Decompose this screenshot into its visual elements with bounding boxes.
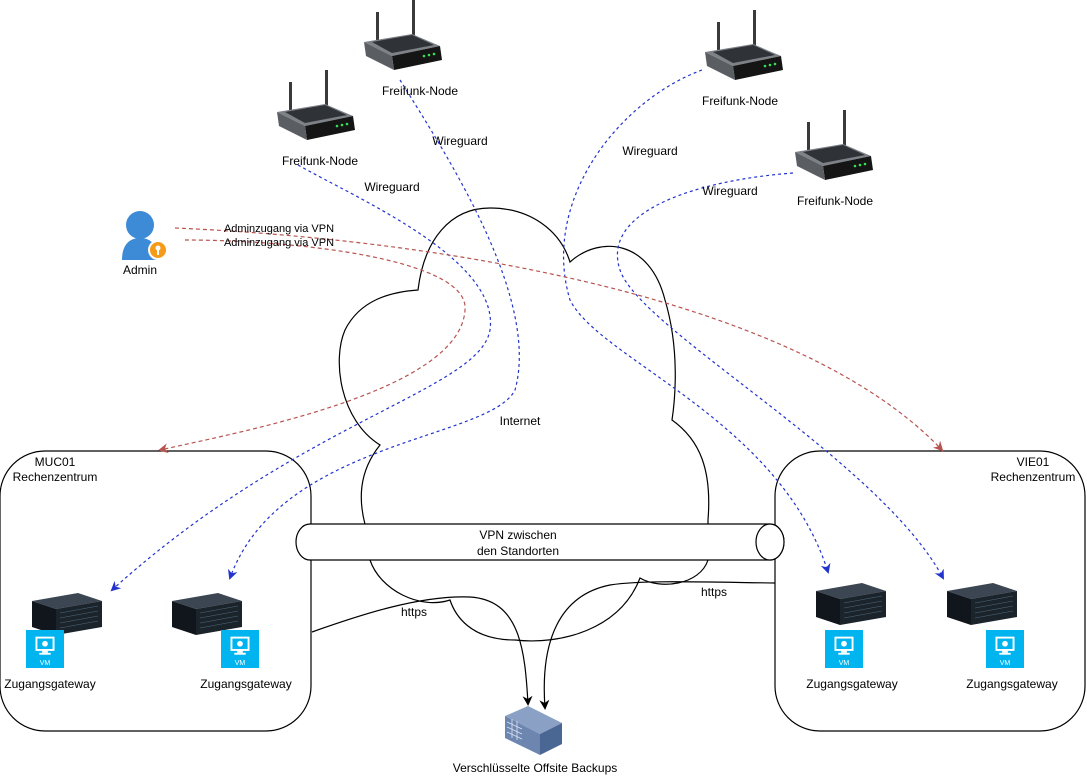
- vm-badge-text: VM: [40, 660, 51, 667]
- freifunk-node-label: Freifunk-Node: [702, 94, 778, 108]
- freifunk-node-2[interactable]: Freifunk-Node: [364, 0, 458, 98]
- datacenter-vie01-type: Rechenzentrum: [991, 470, 1076, 484]
- wireguard-label-2: Wireguard: [432, 134, 487, 148]
- server-icon: [815, 582, 887, 626]
- server-icon: [171, 592, 243, 636]
- datacenter-muc01-name: MUC01: [35, 455, 76, 469]
- freifunk-node-1[interactable]: Freifunk-Node: [277, 70, 358, 168]
- admin-link-vie01: [174, 227, 944, 452]
- vm-badge-text: VM: [839, 660, 850, 667]
- admin-label: Admin: [123, 263, 157, 277]
- gateway-vie01-2[interactable]: VM Zugangsgateway: [946, 582, 1058, 691]
- storage-icon: [505, 706, 562, 755]
- router-icon: [705, 10, 783, 80]
- datacenter-vie01[interactable]: [774, 450, 1086, 732]
- datacenter-muc01-type: Rechenzentrum: [13, 470, 98, 484]
- router-icon: [795, 110, 873, 180]
- server-icon: [31, 592, 103, 636]
- https-label-muc01: https: [401, 605, 427, 619]
- gateway-label: Zugangsgateway: [200, 677, 291, 691]
- vpn-tunnel-label-line1: VPN zwischen: [479, 528, 556, 542]
- wireguard-link-2: [228, 79, 520, 580]
- gateway-muc01-2[interactable]: VM Zugangsgateway: [171, 592, 292, 691]
- datacenter-vie01-name: VIE01: [1017, 455, 1050, 469]
- server-icon: [946, 582, 1018, 626]
- router-icon: [364, 0, 442, 70]
- vm-badge-text: VM: [1000, 660, 1011, 667]
- admin-node[interactable]: Admin: [122, 211, 168, 277]
- freifunk-node-label: Freifunk-Node: [797, 194, 873, 208]
- vm-badge-text: VM: [235, 660, 246, 667]
- offsite-backup-storage[interactable]: Verschlüsselte Offsite Backups: [453, 706, 618, 775]
- freifunk-node-label: Freifunk-Node: [282, 154, 358, 168]
- admin-user-icon: [122, 211, 168, 260]
- wireguard-label-1: Wireguard: [364, 180, 419, 194]
- wireguard-link-1: [110, 164, 491, 592]
- https-link-vie01: [539, 581, 776, 710]
- freifunk-node-4[interactable]: Freifunk-Node: [795, 110, 873, 208]
- https-label-vie01: https: [701, 585, 727, 599]
- admin-link-muc01: [158, 239, 466, 454]
- gateway-label: Zugangsgateway: [4, 677, 95, 691]
- wireguard-label-3: Wireguard: [622, 144, 677, 158]
- gateway-label: Zugangsgateway: [806, 677, 897, 691]
- datacenter-muc01[interactable]: [0, 450, 312, 732]
- admin-link-label-1: Adminzugang via VPN: [224, 223, 334, 235]
- cloud-label: Internet: [500, 414, 541, 428]
- wireguard-link-3: [563, 69, 831, 574]
- gateway-muc01-1[interactable]: VM Zugangsgateway: [4, 592, 103, 691]
- vpn-tunnel[interactable]: [295, 523, 785, 561]
- router-icon: [277, 70, 355, 140]
- gateway-vie01-1[interactable]: VM Zugangsgateway: [806, 582, 898, 691]
- backup-label: Verschlüsselte Offsite Backups: [453, 761, 618, 775]
- vpn-tunnel-label-line2: den Standorten: [477, 544, 559, 558]
- https-link-muc01: [311, 596, 533, 706]
- gateway-label: Zugangsgateway: [966, 677, 1057, 691]
- wireguard-label-4: Wireguard: [702, 184, 757, 198]
- freifunk-node-label: Freifunk-Node: [382, 84, 458, 98]
- freifunk-node-3[interactable]: Freifunk-Node: [702, 10, 783, 108]
- admin-link-label-2: Adminzugang via VPN: [224, 237, 334, 249]
